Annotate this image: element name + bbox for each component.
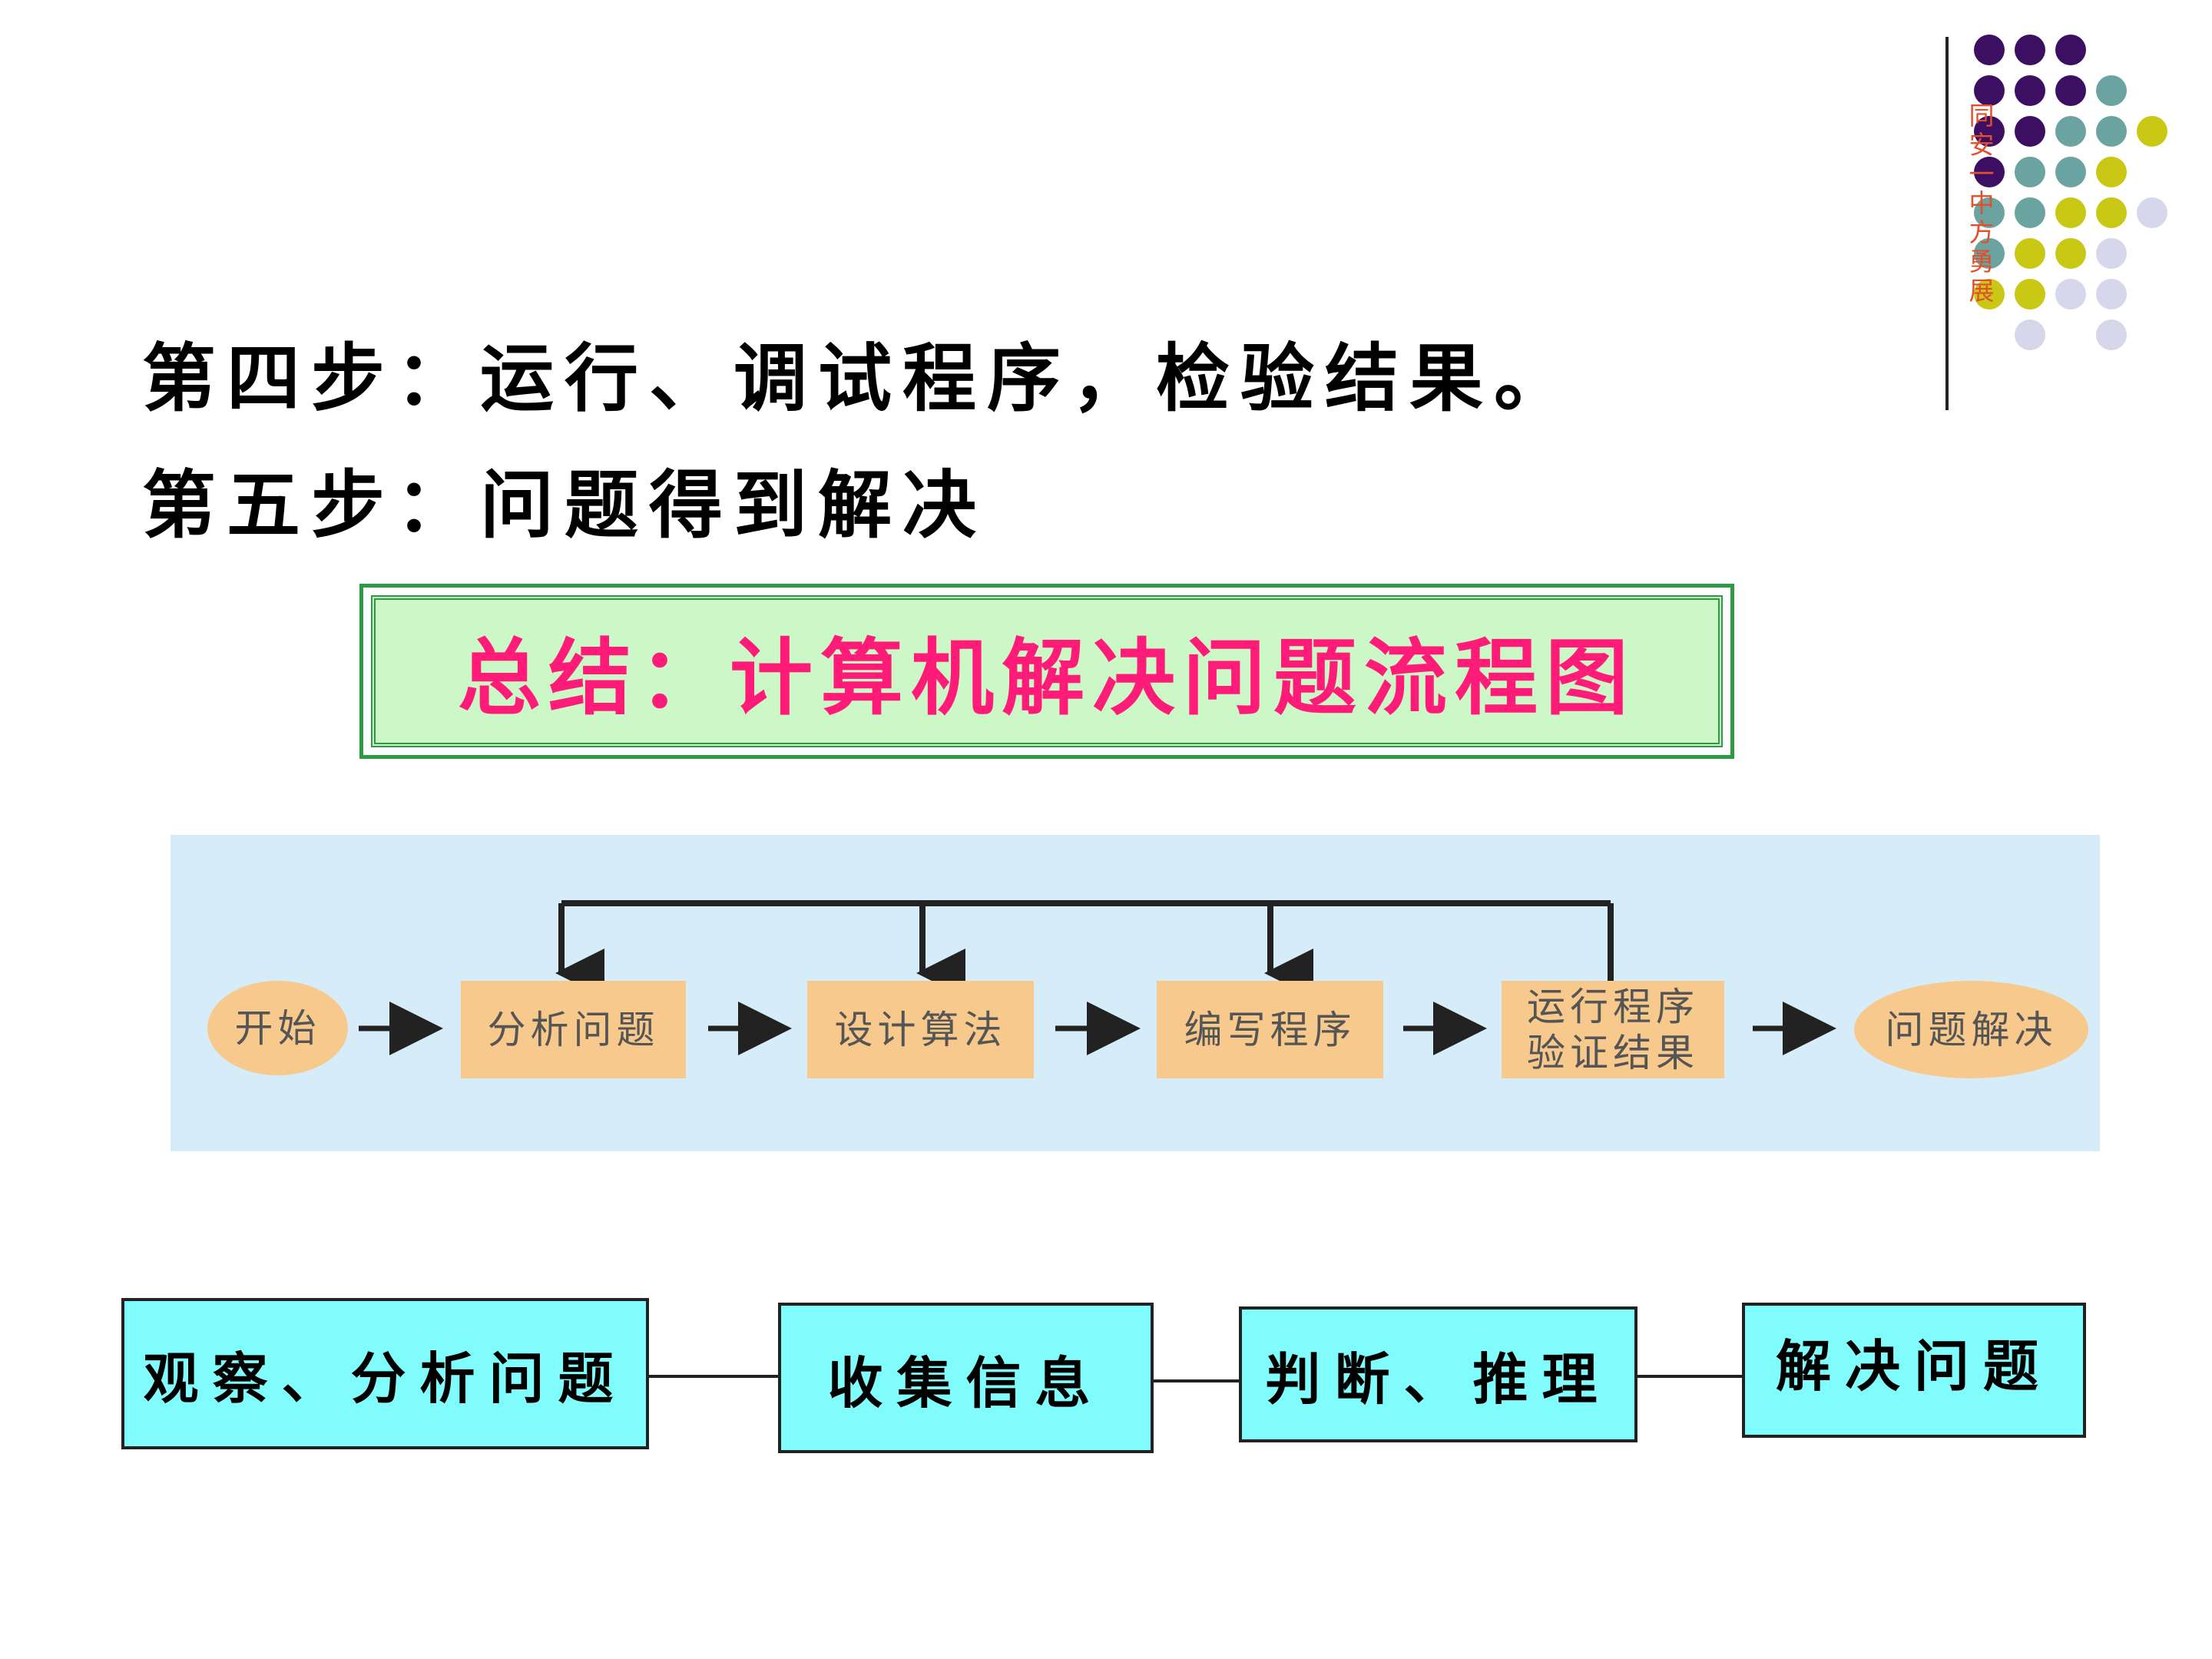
connector-line-2 — [1152, 1379, 1240, 1382]
decorative-dot — [2055, 75, 2086, 106]
vertical-divider — [1945, 37, 1949, 410]
decorative-dot — [2015, 116, 2045, 147]
node-write-program: 编写程序 — [1157, 981, 1383, 1078]
decorative-dot — [2096, 197, 2127, 228]
flowchart-panel: 开始 分析问题 设计算法 编写程序 运行程序 验证结果 问题解决 — [171, 835, 2100, 1151]
box-collect-info: 收集信息 — [778, 1303, 1154, 1453]
step-four-text: 第四步：运行、调试程序，检验结果。 — [142, 335, 1578, 422]
box-solve-problem: 解决问题 — [1742, 1303, 2086, 1438]
decorative-dot — [1974, 279, 2005, 310]
decorative-dot — [2137, 197, 2167, 228]
connector-line-3 — [1636, 1375, 1743, 1378]
decorative-dot — [1974, 238, 2005, 269]
node-problem-solved: 问题解决 — [1854, 981, 2088, 1078]
decorative-dot — [2015, 238, 2045, 269]
node-start: 开始 — [207, 981, 348, 1075]
node-design-algorithm: 设计算法 — [807, 981, 1034, 1078]
decorative-dot — [2015, 35, 2045, 65]
decorative-dot — [2055, 238, 2086, 269]
node-run-verify: 运行程序 验证结果 — [1502, 981, 1724, 1078]
decorative-dot — [2055, 116, 2086, 147]
box-observe-analyze: 观察、分析问题 — [121, 1298, 649, 1449]
decorative-dot — [2096, 75, 2127, 106]
decorative-dot — [2015, 320, 2045, 350]
decorative-dot — [2015, 197, 2045, 228]
decorative-dot — [2055, 279, 2086, 310]
connector-line-1 — [649, 1375, 780, 1378]
decorative-dot — [2096, 116, 2127, 147]
decorative-dot — [2096, 157, 2127, 187]
decorative-dot — [1974, 197, 2005, 228]
step-five-text: 第五步：问题得到解决 — [142, 462, 987, 548]
decorative-dot — [2096, 320, 2127, 350]
decorative-dot — [2096, 279, 2127, 310]
decorative-dot — [2015, 157, 2045, 187]
decorative-dot — [1974, 75, 2005, 106]
box-judge-reason: 判断、推理 — [1239, 1306, 1637, 1442]
decorative-dot — [2055, 197, 2086, 228]
decorative-dot — [1974, 116, 2005, 147]
decorative-dot — [2096, 238, 2127, 269]
flowchart-connectors — [359, 900, 1836, 1055]
decorative-dot-grid — [1974, 35, 2204, 365]
decorative-dot — [2137, 116, 2167, 147]
summary-title: 总结：计算机解决问题流程图 — [457, 630, 1636, 727]
decorative-dot — [2055, 35, 2086, 65]
decorative-dot — [1974, 35, 2005, 65]
decorative-dot — [2015, 279, 2045, 310]
side-author-text: 同安一中方勇展 — [1969, 101, 1995, 306]
summary-banner-inner: 总结：计算机解决问题流程图 — [371, 595, 1723, 747]
decorative-dot — [2015, 75, 2045, 106]
decorative-dot — [1974, 157, 2005, 187]
summary-banner: 总结：计算机解决问题流程图 — [359, 584, 1734, 759]
node-analyze-problem: 分析问题 — [461, 981, 686, 1078]
decorative-dot — [2055, 157, 2086, 187]
